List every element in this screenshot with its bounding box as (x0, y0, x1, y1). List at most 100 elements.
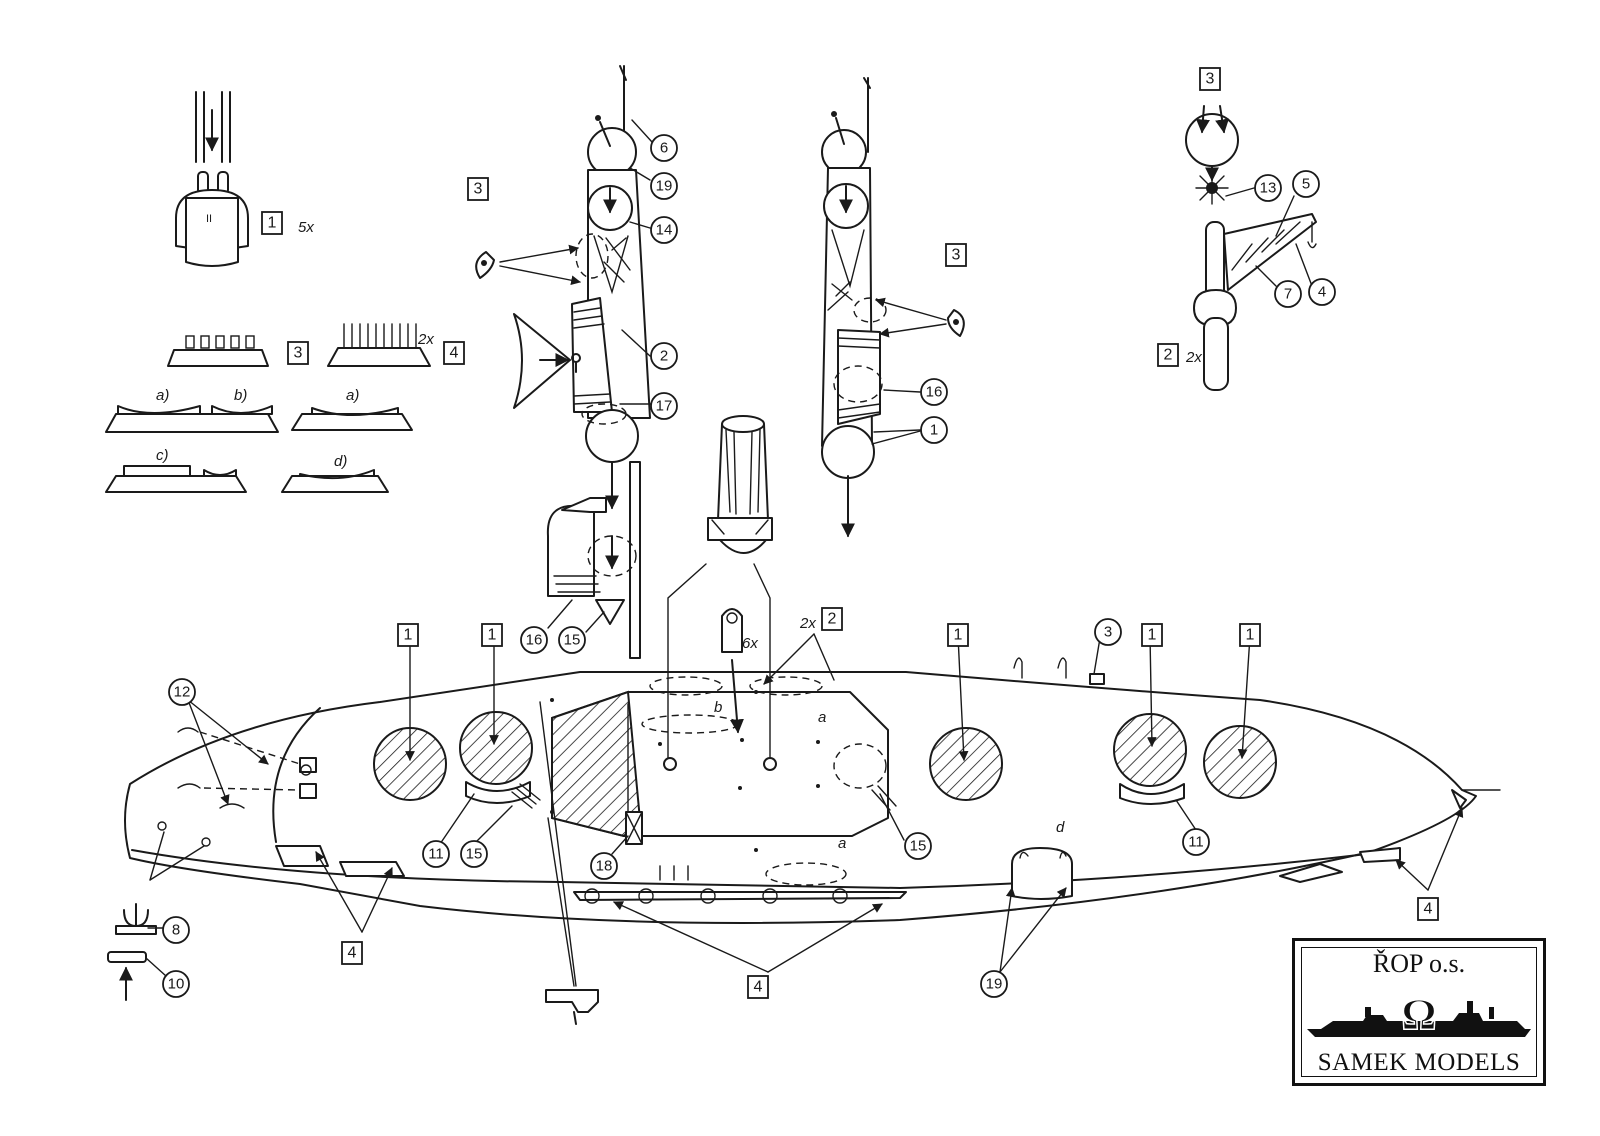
anchor-parts (107, 903, 167, 1001)
callout-19-top: 19 (650, 172, 678, 200)
svg-text:1: 1 (954, 627, 963, 644)
svg-text:c): c) (156, 447, 169, 464)
callout-1: 1 (920, 416, 948, 444)
svg-text:3: 3 (952, 247, 961, 264)
svg-text:2x: 2x (417, 331, 434, 348)
logo-frame (1301, 947, 1537, 1077)
svg-text:7: 7 (1284, 286, 1292, 303)
logo-omega-mark: Ω (1401, 990, 1436, 1039)
foremast-assembly (513, 65, 651, 463)
box-2-crane: 2 (1157, 343, 1179, 367)
svg-text:4: 4 (1318, 284, 1326, 301)
box-3-searchlight-right: 3 (945, 243, 967, 267)
callout-14: 14 (650, 216, 678, 244)
svg-text:18: 18 (596, 858, 613, 875)
callout-17: 17 (650, 392, 678, 420)
box-3-searchlight-left: 3 (467, 177, 489, 201)
svg-text:d): d) (334, 453, 347, 470)
svg-text:b: b (714, 699, 722, 716)
svg-text:5x: 5x (298, 219, 314, 236)
boats-panel (105, 405, 413, 493)
svg-text:1: 1 (488, 627, 497, 644)
crane-assembly (1185, 105, 1317, 391)
callout-16-left: 16 (520, 626, 548, 654)
svg-text:2x: 2x (799, 615, 816, 632)
svg-text:4: 4 (348, 945, 357, 962)
box-3-guns: 3 (287, 341, 309, 365)
svg-text:a): a) (346, 387, 359, 404)
callout-5: 5 (1292, 170, 1320, 198)
svg-text:4: 4 (754, 979, 763, 996)
svg-text:d: d (1056, 819, 1065, 836)
box-4-bottom-left: 4 (341, 941, 363, 965)
callout-11-aft: 11 (1182, 828, 1210, 856)
callout-16-right: 16 (920, 378, 948, 406)
callout-7: 7 (1274, 280, 1302, 308)
box-3-crane: 3 (1199, 67, 1221, 91)
svg-text:6: 6 (660, 140, 668, 157)
callout-2: 2 (650, 342, 678, 370)
logo-top-text: ŘOP o.s. (1372, 949, 1466, 978)
svg-text:1: 1 (1148, 627, 1157, 644)
svg-text:a): a) (156, 387, 169, 404)
svg-text:3: 3 (1206, 71, 1215, 88)
svg-text:1: 1 (268, 215, 277, 232)
box-4-bottom-mid: 4 (747, 975, 769, 999)
aa-gun-part (539, 701, 599, 1025)
svg-text:b): b) (234, 387, 247, 404)
svg-text:1: 1 (404, 627, 413, 644)
callout-15-fwd: 15 (460, 840, 488, 868)
logo-bottom-text: SAMEK MODELS (1317, 1049, 1521, 1076)
callout-15-aft: 15 (904, 832, 932, 860)
callout-11-fwd: 11 (422, 840, 450, 868)
logo-ship-icon: Ω (1307, 989, 1531, 1040)
svg-text:3: 3 (474, 181, 483, 198)
svg-text:1: 1 (1246, 627, 1255, 644)
svg-text:3: 3 (294, 345, 303, 362)
svg-text:15: 15 (564, 632, 581, 649)
callout-15-bridge: 15 (558, 626, 586, 654)
funnel (707, 415, 773, 554)
svg-text:10: 10 (168, 976, 185, 993)
svg-text:1: 1 (930, 422, 938, 439)
svg-text:8: 8 (172, 922, 180, 939)
callout-19-bottom: 19 (980, 970, 1008, 998)
svg-text:16: 16 (526, 632, 543, 649)
box-1-deck-e: 1 (1239, 623, 1261, 647)
svg-text:11: 11 (428, 846, 444, 863)
svg-text:16: 16 (926, 384, 943, 401)
callout-3-deck: 3 (1094, 618, 1122, 646)
svg-text:a: a (818, 709, 826, 726)
svg-text:11: 11 (1188, 834, 1204, 851)
callout-13: 13 (1254, 174, 1282, 202)
box-4-railing: 4 (443, 341, 465, 365)
svg-text:19: 19 (656, 178, 673, 195)
svg-text:II: II (206, 213, 212, 225)
box-1-deck-d: 1 (1141, 623, 1163, 647)
svg-text:2x: 2x (1185, 349, 1202, 366)
svg-text:3: 3 (1104, 624, 1112, 641)
callout-10: 10 (162, 970, 190, 998)
notes: 5x 2x 2x 2x 6x a) b) a) c) d) b a a d (156, 219, 1202, 852)
samek-models-logo: ŘOP o.s. Ω SAMEK MODELS (1292, 938, 1546, 1086)
mainmast-assembly (821, 77, 965, 538)
svg-text:2: 2 (828, 611, 837, 628)
leader-lines (149, 187, 1464, 973)
callout-6: 6 (650, 134, 678, 162)
svg-text:2: 2 (1164, 347, 1173, 364)
box-1-deck-b: 1 (481, 623, 503, 647)
svg-text:17: 17 (656, 398, 673, 415)
box-1-deck-c: 1 (947, 623, 969, 647)
turret-detail: II (175, 91, 249, 267)
small-guns-row (167, 335, 269, 367)
railing-strip (327, 323, 431, 367)
svg-text:4: 4 (450, 345, 459, 362)
svg-text:19: 19 (986, 976, 1003, 993)
box-1-deck-a: 1 (397, 623, 419, 647)
svg-text:5: 5 (1302, 176, 1310, 193)
svg-text:15: 15 (910, 838, 927, 855)
box-1-turret: 1 (261, 211, 283, 235)
callout-4: 4 (1308, 278, 1336, 306)
svg-text:4: 4 (1424, 901, 1433, 918)
